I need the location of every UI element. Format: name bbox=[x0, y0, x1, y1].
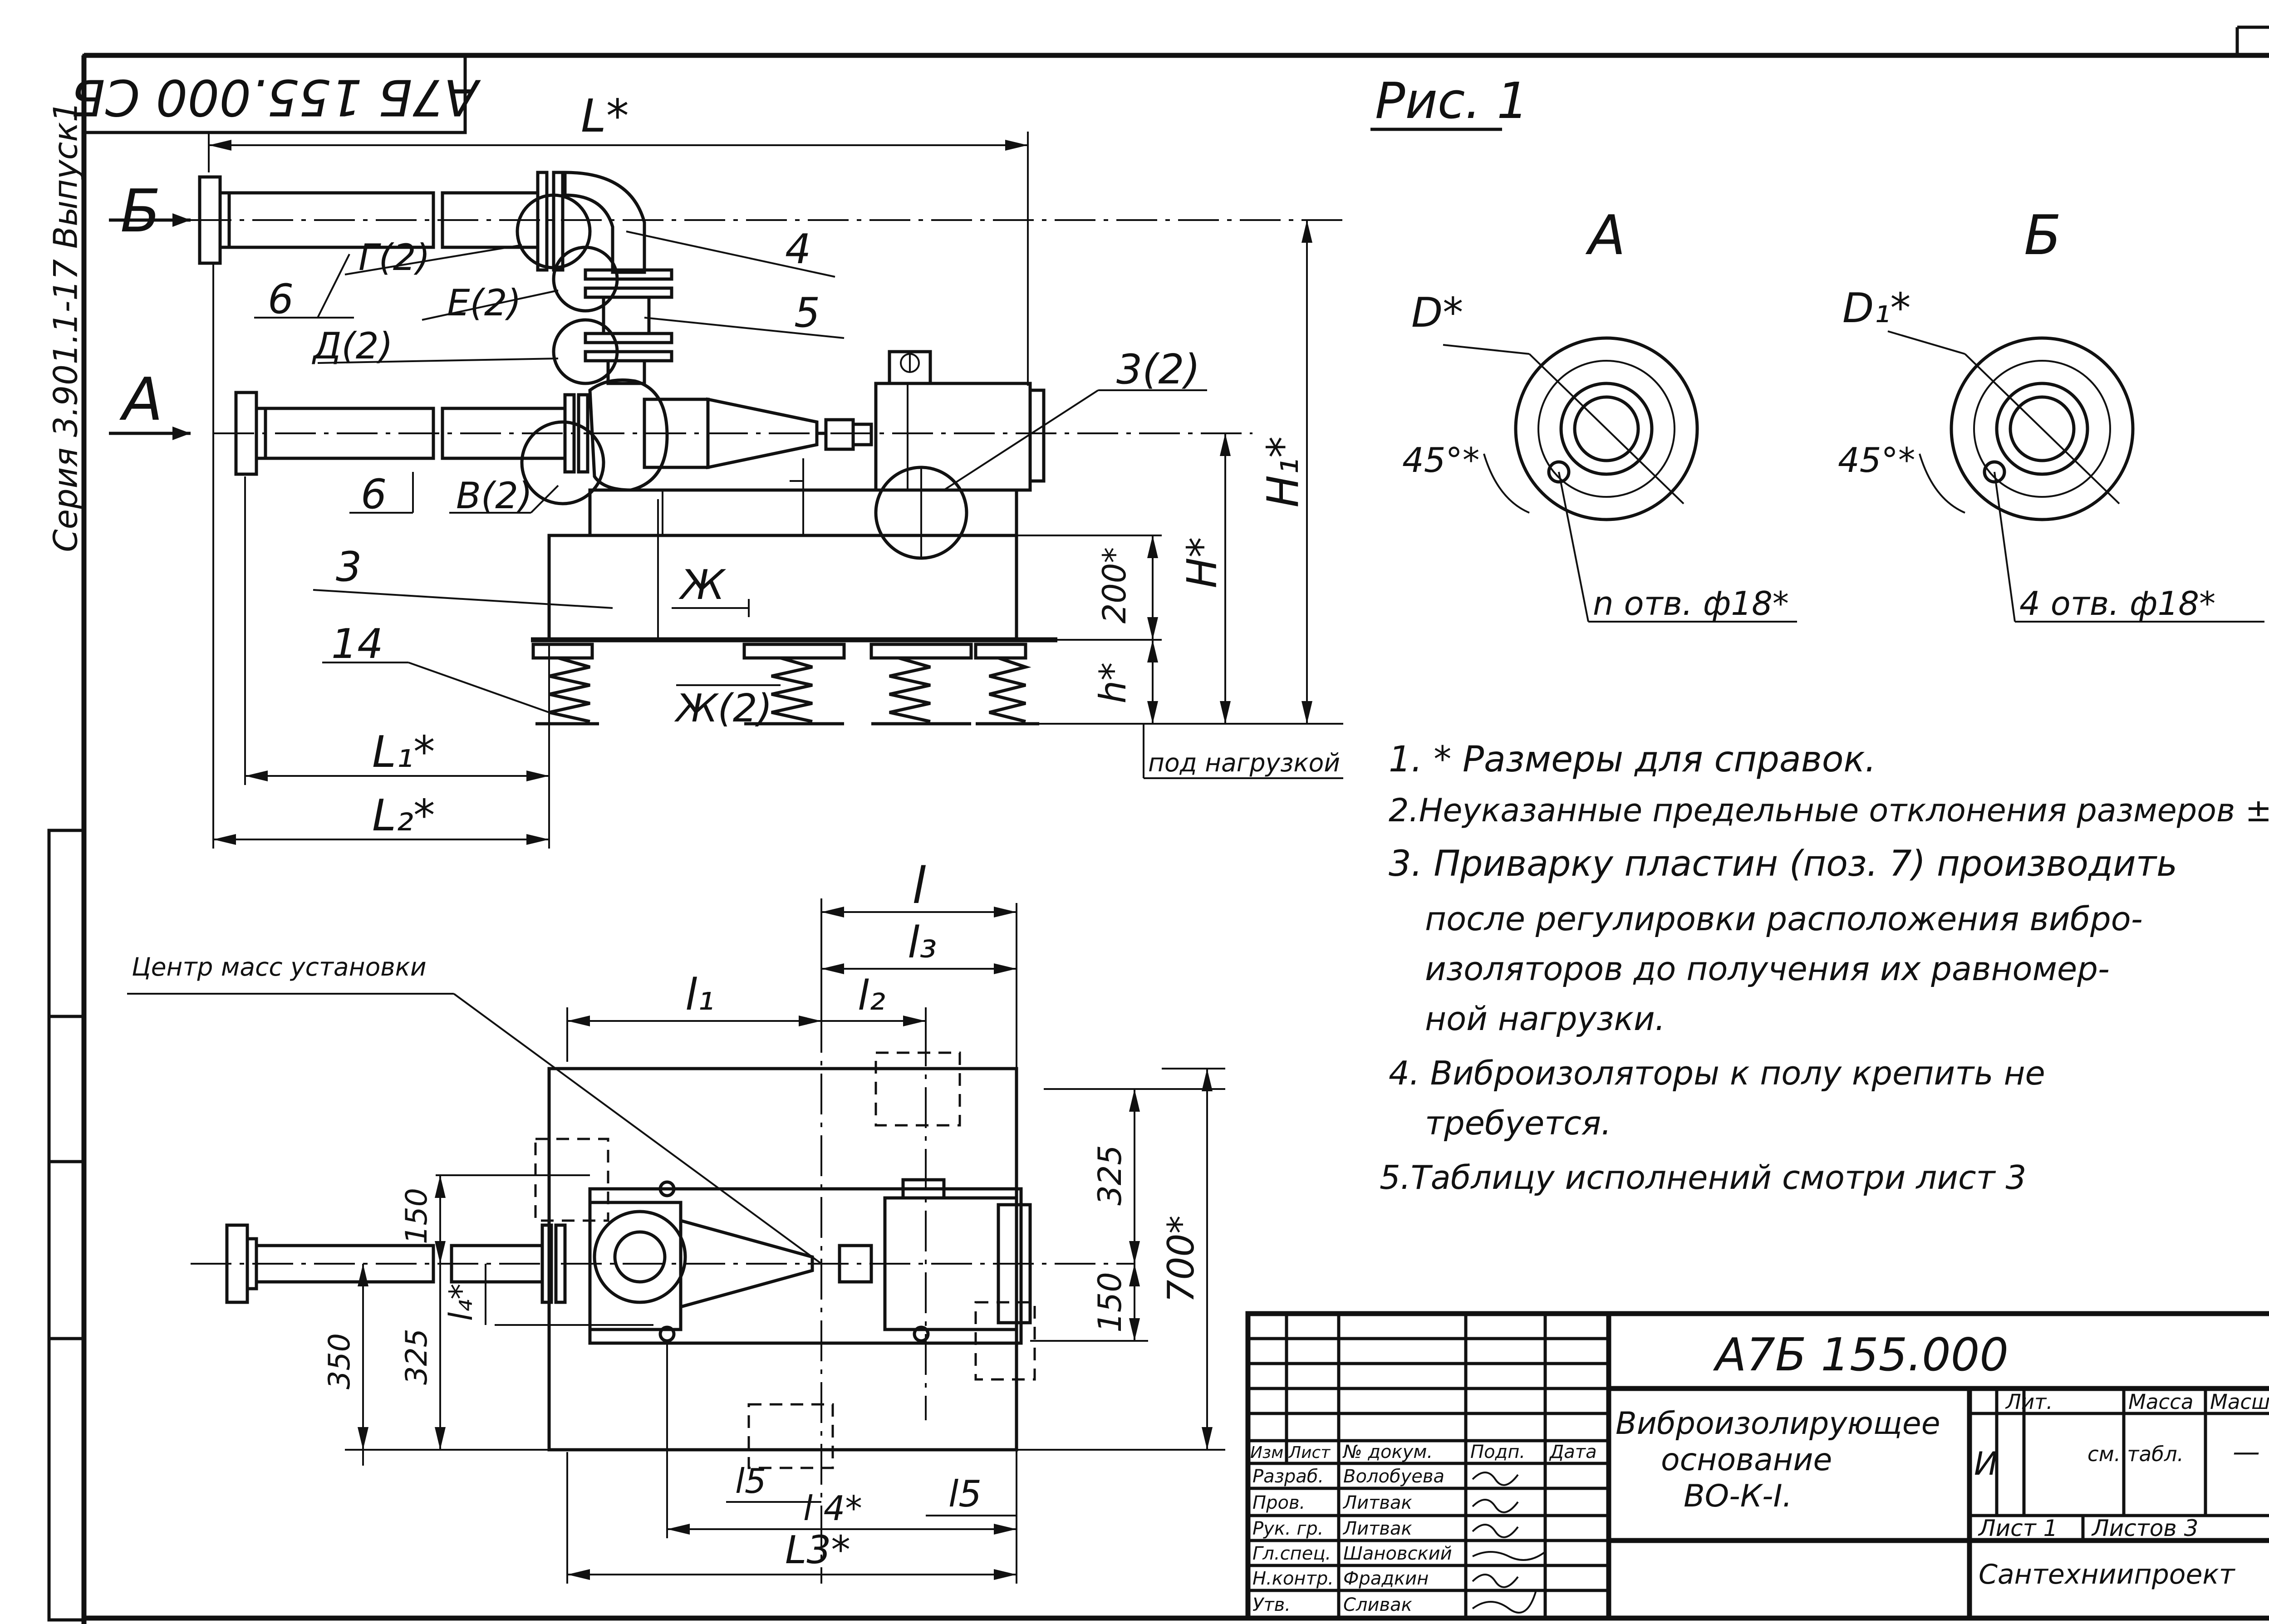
tb-mass-value: см. табл. bbox=[2087, 1442, 2184, 1466]
callout-e2: Е(2) bbox=[447, 282, 521, 324]
tb-name-5: Фрадкин bbox=[1343, 1568, 1429, 1589]
tb-sheet: Лист 1 bbox=[1978, 1515, 2058, 1541]
callout-6-bottom: 6 bbox=[361, 471, 387, 518]
title-block: Изм Лист № докум. Подп. Дата Разраб. Вол… bbox=[1245, 1311, 2269, 1621]
tb-col-izm: Изм bbox=[1250, 1443, 1283, 1462]
dim-L: L* bbox=[581, 89, 629, 142]
dim-l5-left: l5 bbox=[735, 1461, 766, 1501]
tb-sheets: Листов 3 bbox=[2091, 1515, 2198, 1541]
arrow-b-label: Б bbox=[120, 177, 161, 245]
stamp-code-box: А7Б 155.000 СБ bbox=[71, 54, 481, 134]
view-b-angle: 45°* bbox=[1838, 440, 1915, 480]
note-4b: требуется. bbox=[1425, 1104, 1611, 1142]
tb-col-sign: Подп. bbox=[1470, 1442, 1525, 1462]
tb-role-2: Пров. bbox=[1252, 1492, 1305, 1513]
tb-mass-header: Масса bbox=[2128, 1390, 2193, 1414]
view-a-holes: n отв. ф18* bbox=[1593, 584, 1789, 623]
note-3: 3. Приварку пластин (поз. 7) производить bbox=[1389, 844, 2177, 884]
stamp-code: А7Б 155.000 СБ bbox=[71, 69, 481, 127]
notes-block: 1. * Размеры для справок. 2.Неуказанные … bbox=[1380, 739, 2269, 1197]
note-2: 2.Неуказанные предельные отклонения разм… bbox=[1389, 792, 2269, 829]
tb-scale-header: Масшт. bbox=[2210, 1390, 2269, 1414]
tb-name-line3: ВО-К-I. bbox=[1684, 1478, 1792, 1514]
view-b-label: Б bbox=[2024, 204, 2061, 267]
view-a-angle: 45°* bbox=[1402, 440, 1479, 480]
callout-zh: Ж bbox=[678, 561, 727, 609]
tb-col-list: Лист bbox=[1288, 1443, 1331, 1462]
center-of-mass-label: Центр масс установки bbox=[132, 952, 427, 981]
tb-col-doc: № докум. bbox=[1342, 1442, 1433, 1462]
dim-325-left: 325 bbox=[400, 1329, 434, 1385]
dim-L2: L₂* bbox=[372, 791, 435, 841]
signatures bbox=[1472, 1472, 1546, 1614]
callout-4: 4 bbox=[785, 226, 811, 273]
callout-3-2: 3(2) bbox=[1116, 346, 1200, 393]
flange-view-a: А D* 45°* n отв. ф18* bbox=[1402, 204, 1797, 623]
tb-name-6: Сливак bbox=[1343, 1595, 1412, 1615]
callout-zh2: Ж(2) bbox=[674, 686, 772, 731]
dim-h: h* bbox=[1092, 662, 1134, 704]
dim-l: l bbox=[912, 857, 926, 915]
figure-title: Рис. 1 bbox=[1375, 72, 1528, 130]
dim-l2: l₂ bbox=[858, 972, 885, 1020]
tb-role-6: Утв. bbox=[1252, 1595, 1291, 1615]
dim-L1: L₁* bbox=[372, 727, 435, 777]
view-b-holes: 4 отв. ф18* bbox=[2019, 584, 2215, 623]
tb-name-line2: основание bbox=[1661, 1442, 1832, 1478]
view-a-D: D* bbox=[1411, 289, 1463, 337]
side-view: Б А bbox=[109, 89, 1343, 849]
dim-150-right: 150 bbox=[1091, 1272, 1129, 1333]
dim-700: 700* bbox=[1160, 1216, 1202, 1303]
callout-6-top: 6 bbox=[268, 275, 294, 323]
tb-name-3: Литвак bbox=[1342, 1518, 1412, 1539]
view-a-label: А bbox=[1585, 204, 1626, 267]
dim-H: H* bbox=[1179, 537, 1226, 589]
dim-200: 200* bbox=[1096, 547, 1133, 624]
tb-role-1: Разраб. bbox=[1252, 1466, 1324, 1487]
view-b-D1: D₁* bbox=[1842, 285, 1910, 332]
callout-d2: Д(2) bbox=[312, 325, 393, 367]
series-label: Серия 3.901.1-17 Выпуск1 bbox=[47, 101, 85, 552]
note-1: 1. * Размеры для справок. bbox=[1389, 739, 1876, 780]
dim-H1: H₁* bbox=[1258, 436, 1308, 507]
tb-name-line1: Виброизолирующее bbox=[1616, 1406, 1940, 1442]
dim-350: 350 bbox=[323, 1333, 357, 1389]
tb-doc-number: А7Б 155.000 bbox=[1713, 1328, 2009, 1381]
dim-L3: L3* bbox=[785, 1528, 850, 1573]
tb-organization: Сантехниипроект bbox=[1979, 1559, 2236, 1590]
dim-l5-right: l5 bbox=[948, 1473, 982, 1515]
tb-col-date: Дата bbox=[1549, 1442, 1597, 1462]
callout-v2: В(2) bbox=[456, 475, 532, 517]
tb-scale-value: — bbox=[2233, 1436, 2260, 1468]
tb-name-2: Литвак bbox=[1342, 1492, 1412, 1513]
callout-14: 14 bbox=[331, 620, 383, 668]
tb-lit-value: И bbox=[1974, 1445, 1998, 1482]
tb-lit-header: Лит. bbox=[2005, 1390, 2053, 1414]
dim-l1: l₁ bbox=[685, 970, 714, 1020]
tb-name-4: Шановский bbox=[1343, 1543, 1452, 1564]
callout-3: 3 bbox=[336, 543, 362, 591]
callout-g2: Г(2) bbox=[359, 236, 430, 279]
dim-150-left: 150 bbox=[400, 1188, 434, 1244]
dim-l4-left: l₄* bbox=[442, 1284, 480, 1321]
note-3d: ной нагрузки. bbox=[1425, 1000, 1665, 1038]
dim-325-top: 325 bbox=[1091, 1145, 1129, 1206]
arrow-a-label: А bbox=[119, 365, 163, 434]
tb-name-1: Волобуева bbox=[1343, 1466, 1444, 1487]
dim-l4-bottom: l 4* bbox=[803, 1488, 862, 1528]
callout-5: 5 bbox=[794, 289, 820, 337]
note-4: 4. Виброизоляторы к полу крепить не bbox=[1389, 1054, 2045, 1092]
tb-role-3: Рук. гр. bbox=[1252, 1518, 1324, 1539]
flange-view-b: Б D₁* 45°* 4 отв. ф18* bbox=[1838, 204, 2264, 623]
tb-role-4: Гл.спец. bbox=[1252, 1543, 1331, 1564]
plan-view: Центр масс установки l l₃ l₁ l₂ 325 150 bbox=[127, 857, 1225, 1584]
under-load-label: под нагрузкой bbox=[1148, 748, 1340, 777]
note-3b: после регулировки расположения вибро- bbox=[1425, 900, 2143, 938]
dim-l3: l₃ bbox=[908, 918, 937, 968]
tb-role-5: Н.контр. bbox=[1252, 1568, 1334, 1589]
note-5: 5.Таблицу исполнений смотри лист 3 bbox=[1380, 1158, 2026, 1197]
note-3c: изоляторов до получения их равномер- bbox=[1425, 950, 2110, 988]
